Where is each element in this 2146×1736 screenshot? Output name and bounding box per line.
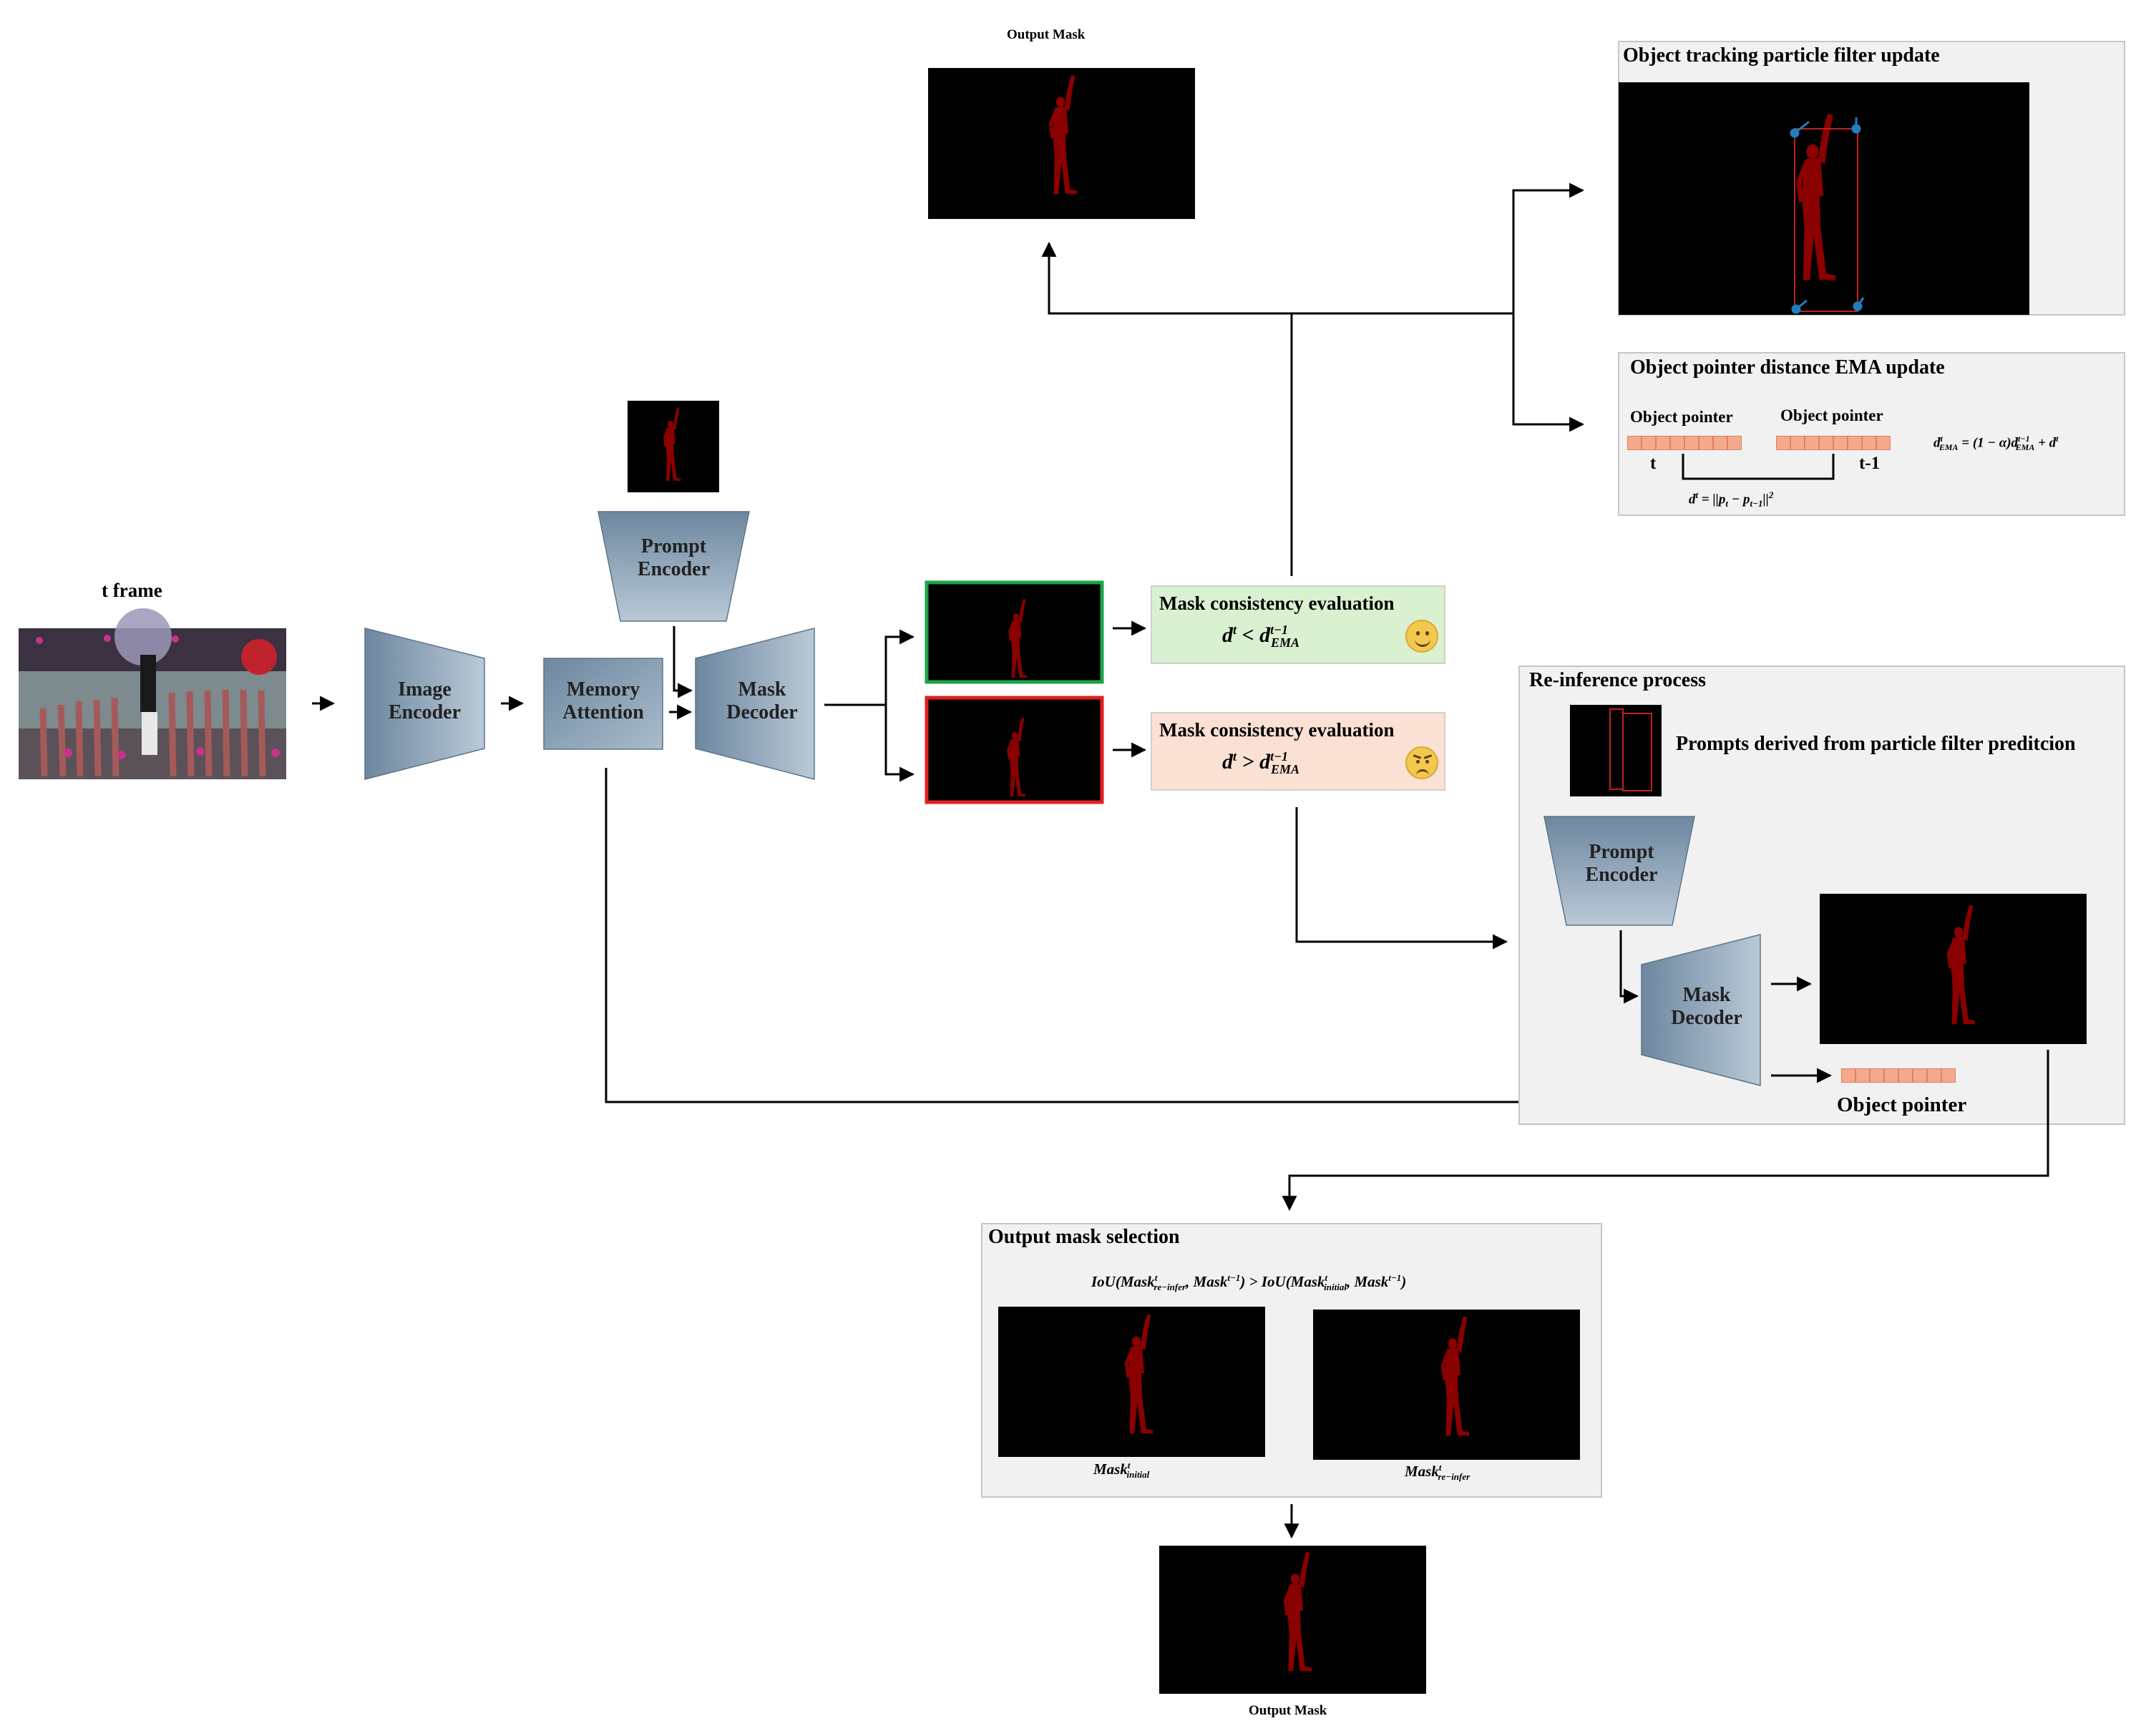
t-index-label: t [1650, 454, 1657, 473]
mask-initial-label: Masktinitial [1093, 1460, 1150, 1481]
memory-attention-block [543, 658, 663, 750]
reinfer-prompt-encoder-line2: Encoder [1585, 864, 1658, 887]
object-pointer-t-vector [1627, 436, 1742, 450]
reinfer-object-pointer-vector [1841, 1068, 1956, 1083]
mask-decoder-label: Mask Decoder [705, 678, 819, 724]
ema-panel-title: Object pointer distance EMA update [1630, 356, 1945, 379]
reinference-title: Re-inference process [1529, 669, 1706, 691]
reinfer-prompt-encoder-line1: Prompt [1589, 841, 1654, 863]
memory-attention-label-line2: Attention [562, 701, 644, 724]
t-frame-label: t frame [102, 580, 162, 601]
eval-good-title: Mask consistency evaluation [1159, 593, 1395, 614]
eval-good-box: Mask consistency evaluation dt < dt−1EMA [1151, 585, 1445, 664]
selection-title: Output mask selection [988, 1226, 1180, 1248]
image-encoder-label-line2: Encoder [388, 701, 462, 724]
eval-bad-title: Mask consistency evaluation [1159, 719, 1395, 741]
angry-face-icon [1405, 746, 1438, 779]
prompt-encoder-label-line2: Encoder [637, 558, 711, 581]
mask-decoder-block [695, 628, 815, 780]
particle-filter-image [1619, 82, 2029, 315]
prompt-encoder-label-line1: Prompt [640, 535, 707, 557]
eval-good-condition: dt < dt−1EMA [1222, 623, 1300, 650]
prompt-encoder-label: Prompt Encoder [613, 535, 735, 581]
t1-index-label: t-1 [1859, 454, 1881, 473]
image-encoder-block [364, 628, 485, 780]
reinfer-mask-decoder-label: Mask Decoder [1649, 984, 1764, 1030]
distance-formula: dt = ||pt − pt−1||2 [1689, 489, 1774, 509]
reinfer-mask-decoder-line1: Mask [1682, 984, 1731, 1006]
prompt-bbox-thumbnail [1570, 705, 1662, 796]
reinfer-mask-decoder-block [1641, 934, 1761, 1086]
mask-decoder-label-line2: Decoder [726, 701, 798, 724]
reinfer-prompt-encoder-block [1543, 816, 1695, 926]
reinfer-mask-decoder-line2: Decoder [1671, 1007, 1742, 1030]
ema-formula: dtEMA = (1 − α)dt−1EMA + dt [1933, 434, 2059, 453]
output-mask-bottom-label: Output Mask [1249, 1703, 1327, 1718]
reinfer-object-pointer-label: Object pointer [1837, 1093, 1967, 1116]
eval-bad-box: Mask consistency evaluation dt > dt−1EMA [1151, 712, 1445, 791]
mask-decoder-label-line1: Mask [738, 678, 786, 701]
memory-attention-label: Memory Attention [544, 678, 663, 724]
image-encoder-label: Image Encoder [365, 678, 484, 724]
selection-criterion: IoU(Masktre−infer, Maskt−1) > IoU(Maskti… [1091, 1272, 1407, 1293]
object-pointer-t1-vector [1776, 436, 1891, 450]
output-mask-top-label: Output Mask [1007, 27, 1086, 42]
prompt-encoder-block [598, 511, 750, 622]
prompts-derived-label: Prompts derived from particle filter pre… [1676, 733, 2076, 755]
image-encoder-label-line1: Image [398, 678, 452, 701]
t-frame-image [19, 608, 286, 779]
pointer-t1-label: Object pointer [1780, 406, 1883, 424]
memory-attention-label-line1: Memory [566, 678, 640, 701]
reinfer-prompt-encoder-label: Prompt Encoder [1560, 841, 1683, 887]
pointer-t-label: Object pointer [1630, 408, 1733, 426]
particle-filter-title: Object tracking particle filter update [1623, 44, 1940, 67]
eval-bad-condition: dt > dt−1EMA [1222, 749, 1300, 776]
mask-reinfer-label: Masktre−infer [1405, 1462, 1471, 1483]
happy-face-icon [1405, 620, 1438, 653]
